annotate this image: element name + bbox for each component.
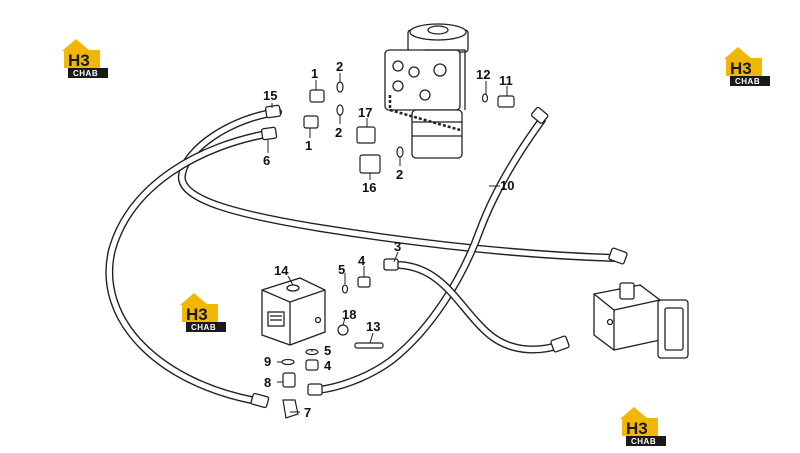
- callout-15: 15: [263, 88, 277, 103]
- logo-subtext: CHAB: [191, 323, 216, 332]
- leader-lines: [267, 73, 508, 413]
- valve-block: [261, 277, 326, 346]
- steering-cylinder: [593, 282, 689, 359]
- callout-3: 3: [394, 239, 401, 254]
- callout-2-mid: 2: [335, 125, 342, 140]
- hose-3: [396, 261, 564, 354]
- callout-7: 7: [304, 405, 311, 420]
- watermark-logo-mid-left: H3 CHAB: [180, 293, 226, 332]
- hose-fittings: [250, 104, 628, 409]
- callout-14: 14: [274, 263, 289, 278]
- callout-5-upper: 5: [338, 262, 345, 277]
- logo-letters: H3: [68, 51, 90, 70]
- callout-2-top: 2: [336, 59, 343, 74]
- callout-17: 17: [358, 105, 372, 120]
- callout-18: 18: [342, 307, 356, 322]
- callout-12: 12: [476, 67, 490, 82]
- callout-1-top: 1: [311, 66, 318, 81]
- watermark-logo-top-left: H3 CHAB: [62, 39, 108, 78]
- callout-4-lower: 4: [324, 358, 332, 373]
- watermark-logo-top-right: H3 CHAB: [724, 47, 770, 86]
- port-fittings: [303, 81, 515, 174]
- logo-letters: H3: [730, 59, 752, 78]
- callout-2-right: 2: [396, 167, 403, 182]
- watermark-logo-bottom-right: H3 CHAB: [620, 407, 666, 446]
- callout-16: 16: [362, 180, 376, 195]
- logo-subtext: CHAB: [735, 77, 760, 86]
- logo-subtext: CHAB: [73, 69, 98, 78]
- steering-unit: [384, 23, 469, 159]
- logo-letters: H3: [186, 305, 208, 324]
- hose-group: [105, 108, 619, 406]
- callout-9: 9: [264, 354, 271, 369]
- callout-4-upper: 4: [358, 253, 366, 268]
- callout-13: 13: [366, 319, 380, 334]
- logo-letters: H3: [626, 419, 648, 438]
- logo-subtext: CHAB: [631, 437, 656, 446]
- callout-5-lower: 5: [324, 343, 331, 358]
- callout-6: 6: [263, 153, 270, 168]
- callouts: 1 1 2 2 2 3 4 4 5 5 6 7 8 9 10 11 12 13 …: [263, 59, 514, 420]
- callout-11: 11: [499, 73, 513, 88]
- hose-15: [177, 108, 619, 262]
- callout-1-lower: 1: [305, 138, 312, 153]
- callout-8: 8: [264, 375, 271, 390]
- callout-10: 10: [500, 178, 514, 193]
- hose-6: [105, 129, 276, 406]
